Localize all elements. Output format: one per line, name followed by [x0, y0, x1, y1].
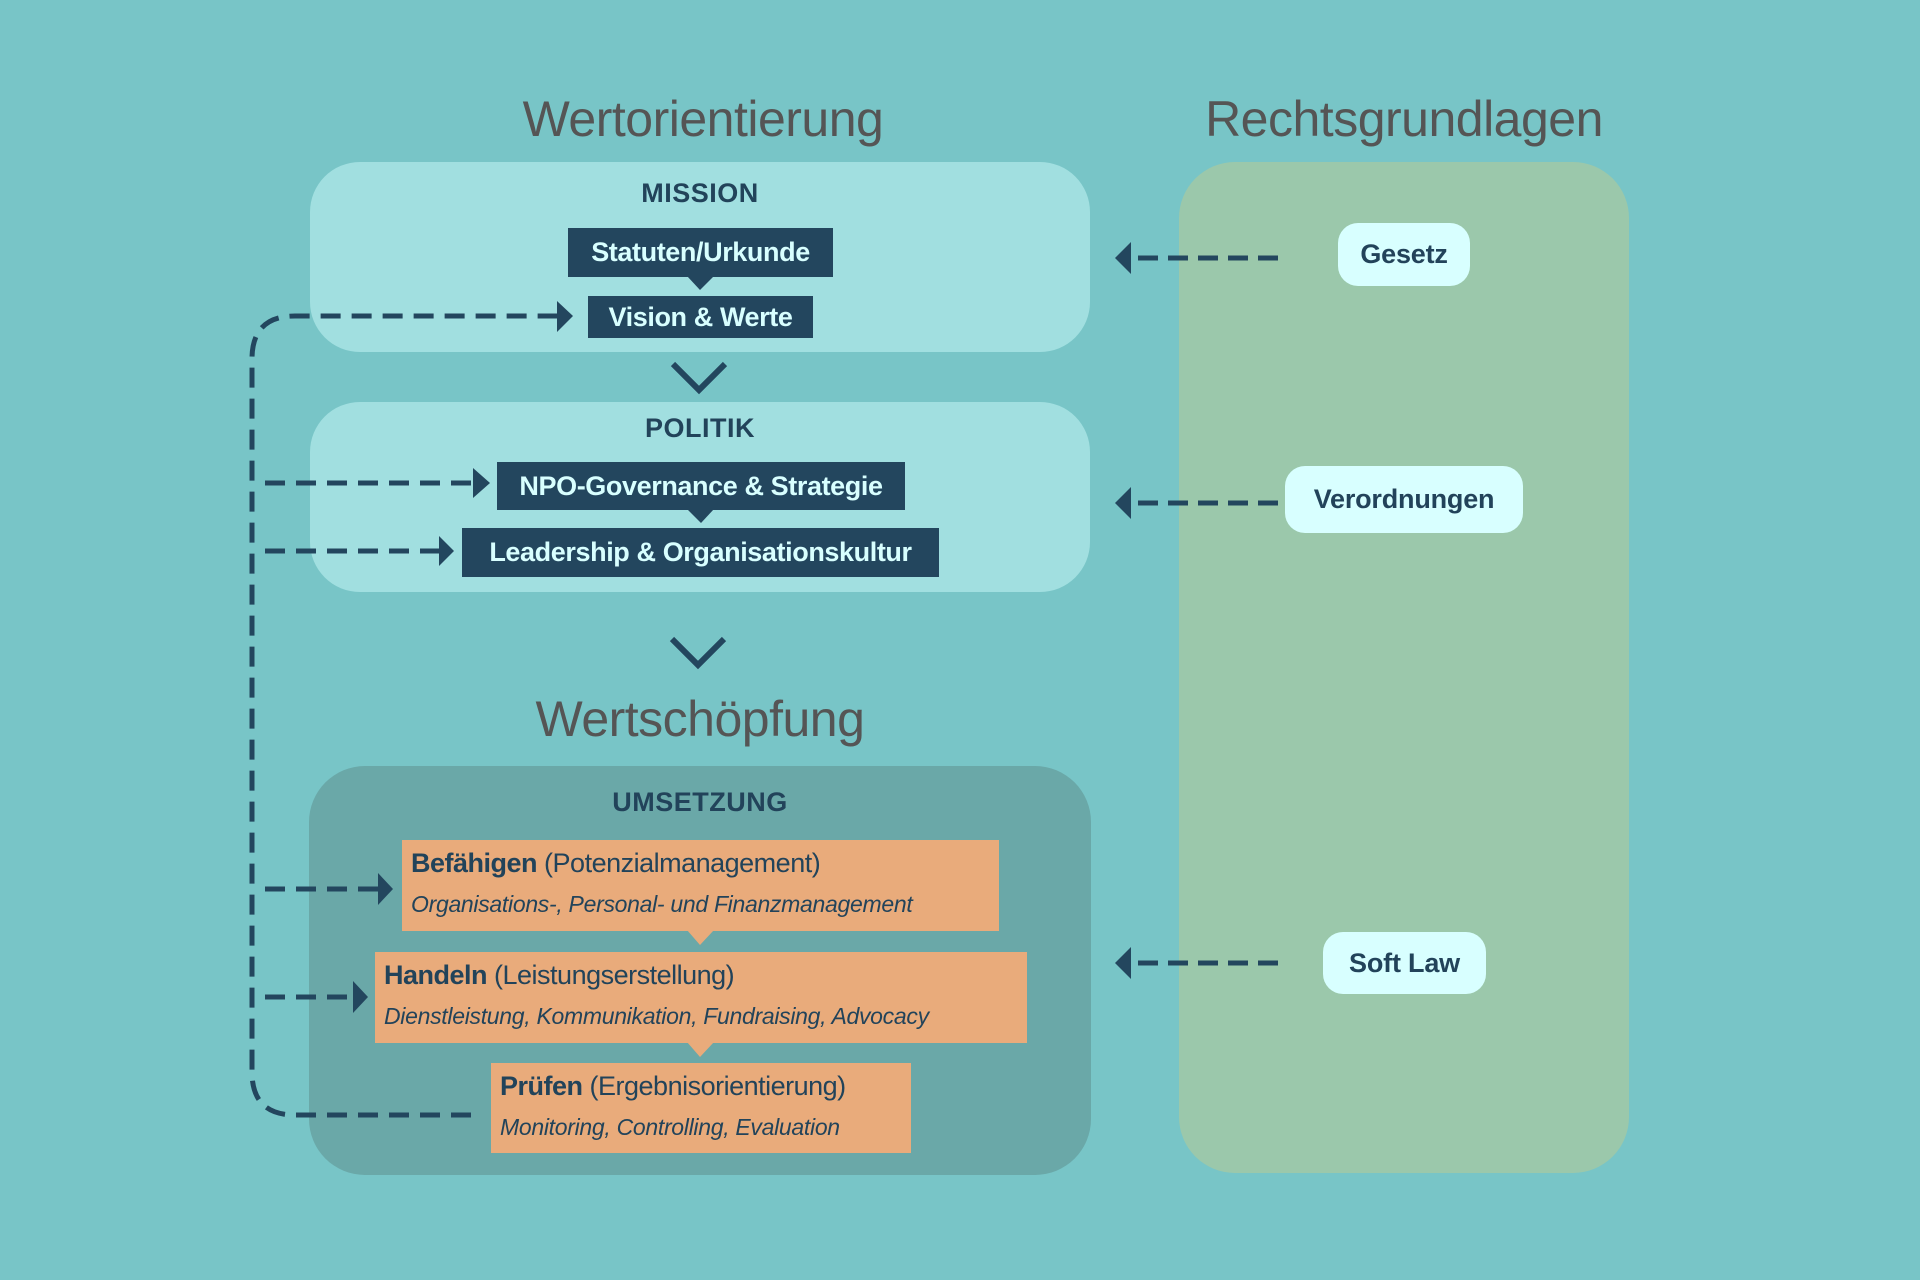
handeln-description: Dienstleistung, Kommunikation, Fundraisi… — [384, 1003, 929, 1029]
chevron-down-icon — [670, 361, 728, 395]
arrowhead-handeln — [353, 981, 368, 1013]
pruefen-heading: Prüfen (Ergebnisorientierung) — [500, 1071, 847, 1102]
box-befaehigen: Befähigen (Potenzialmanagement) Organisa… — [402, 840, 999, 931]
pruefen-subtitle: (Ergebnisorientierung) — [589, 1071, 847, 1101]
box-npo-governance-strategie: NPO-Governance & Strategie — [497, 462, 905, 510]
arrowhead-vision-werte — [557, 301, 573, 332]
handeln-title: Handeln — [384, 960, 488, 990]
arrowhead-verordnungen — [1115, 487, 1131, 519]
pruefen-title: Prüfen — [500, 1071, 583, 1101]
title-wertorientierung: Wertorientierung — [522, 91, 884, 147]
umsetzung-label: UMSETZUNG — [612, 787, 788, 817]
pointer-befaehigen-to-handeln — [687, 930, 714, 945]
pointer-handeln-to-pruefen — [687, 1042, 714, 1057]
pruefen-description: Monitoring, Controlling, Evaluation — [500, 1114, 840, 1140]
box-vision-werte: Vision & Werte — [588, 296, 813, 338]
befaehigen-heading: Befähigen (Potenzialmanagement) — [411, 848, 821, 879]
politik-label: POLITIK — [645, 413, 755, 443]
befaehigen-description: Organisations-, Personal- und Finanzmana… — [411, 891, 913, 917]
box-pruefen: Prüfen (Ergebnisorientierung) Monitoring… — [491, 1063, 911, 1153]
arrowhead-gesetz — [1115, 242, 1131, 274]
box-leadership-organisationskultur: Leadership & Organisationskultur — [462, 528, 939, 577]
feedback-loop-line — [249, 313, 557, 1118]
arrowhead-npo — [473, 468, 490, 498]
rechtsgrundlagen-panel — [1179, 162, 1629, 1173]
befaehigen-subtitle: (Potenzialmanagement) — [544, 848, 821, 878]
box-statuten-urkunde: Statuten/Urkunde — [568, 228, 833, 277]
title-rechtsgrundlagen: Rechtsgrundlagen — [1205, 91, 1603, 147]
title-wertschoepfung: Wertschöpfung — [535, 691, 865, 747]
pill-gesetz: Gesetz — [1338, 223, 1470, 286]
pointer-statuten-to-vision — [687, 276, 714, 290]
box-handeln: Handeln (Leistungserstellung) Dienstleis… — [375, 952, 1027, 1043]
handeln-heading: Handeln (Leistungserstellung) — [384, 960, 735, 991]
pill-soft-law: Soft Law — [1323, 932, 1486, 994]
befaehigen-title: Befähigen — [411, 848, 538, 878]
arrowhead-befaehigen — [378, 873, 393, 905]
mission-label: MISSION — [641, 178, 759, 208]
arrowhead-leadership — [439, 536, 454, 566]
pointer-npo-to-leadership — [687, 509, 714, 523]
pill-verordnungen: Verordnungen — [1285, 466, 1523, 533]
arrowhead-soft-law — [1115, 947, 1131, 979]
chevron-down-icon — [669, 636, 727, 670]
handeln-subtitle: (Leistungserstellung) — [494, 960, 735, 990]
